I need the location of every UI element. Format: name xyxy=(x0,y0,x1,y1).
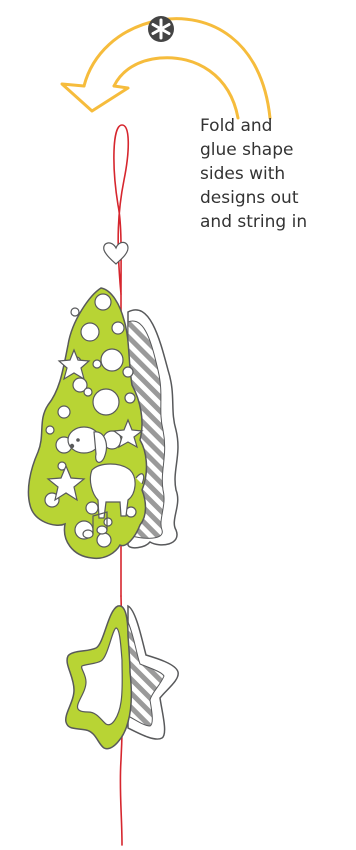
asterisk-badge-icon xyxy=(148,16,174,42)
star-ornament-front xyxy=(66,606,132,749)
star-ornament-back xyxy=(128,606,178,739)
fold-glue-instruction: Fold and glue shape sides with designs o… xyxy=(200,114,350,234)
tree-ornament-front xyxy=(28,242,146,558)
